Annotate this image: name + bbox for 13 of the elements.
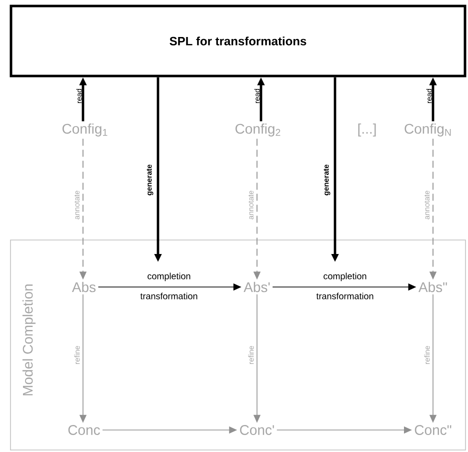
- node-label: Abs': [244, 282, 270, 292]
- edge-label: completion transformation: [316, 272, 374, 300]
- title-box: SPL for transformations: [10, 4, 466, 78]
- node-label: Abs": [418, 282, 447, 292]
- node-label: Config$_{1}$: [62, 123, 108, 137]
- node-label: Config$_{N}$: [404, 123, 451, 137]
- node-label: [...]: [358, 123, 376, 137]
- node-label: Abs: [72, 282, 96, 292]
- node-label: Config$_{2}$: [236, 123, 280, 137]
- node-label: Conc: [68, 425, 100, 435]
- node-label: Conc": [414, 425, 452, 435]
- node-label: Conc': [240, 425, 274, 435]
- edge-label: completion transformation: [140, 272, 198, 300]
